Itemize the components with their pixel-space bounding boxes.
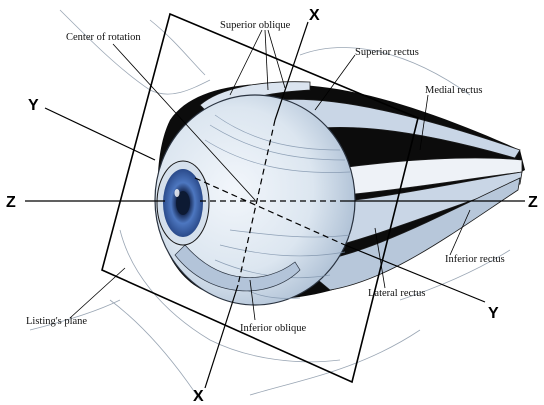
- cornea: [157, 161, 209, 245]
- axis-label-z-right: Z: [528, 194, 538, 211]
- axis-label-x-bottom: X: [193, 388, 204, 405]
- label-superior-rectus: Superior rectus: [355, 47, 419, 58]
- label-inferior-oblique: Inferior oblique: [240, 323, 307, 334]
- axis-label-y-left: Y: [28, 97, 39, 114]
- label-listings-plane: Listing's plane: [26, 316, 87, 327]
- label-inferior-rectus: Inferior rectus: [445, 254, 505, 265]
- label-superior-oblique: Superior oblique: [220, 20, 291, 31]
- axis-label-z-left: Z: [6, 194, 16, 211]
- axis-label-x-top: X: [309, 7, 320, 24]
- label-center-of-rotation: Center of rotation: [66, 32, 141, 43]
- label-lateral-rectus: Lateral rectus: [368, 288, 425, 299]
- x-axis-lower: [205, 285, 238, 388]
- axis-label-y-right: Y: [488, 305, 499, 322]
- label-medial-rectus: Medial rectus: [425, 85, 482, 96]
